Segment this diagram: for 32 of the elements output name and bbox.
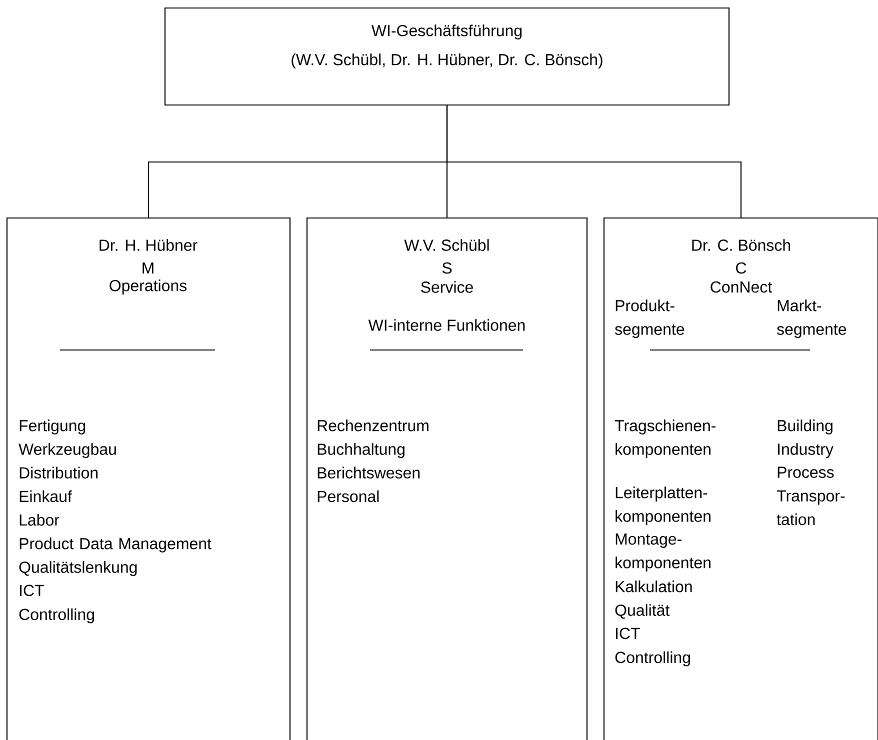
list-item: Buchhaltung	[318, 443, 404, 458]
list-item: Labor	[20, 514, 60, 526]
list-item: Industry	[778, 443, 834, 458]
list-item: Personal	[318, 490, 379, 502]
node-label: S	[442, 262, 452, 274]
list-item: Kalkulation	[616, 580, 692, 592]
list-item: Transpor- tation	[776, 490, 845, 526]
list-item: Berichtswesen	[318, 466, 420, 478]
list-item: Fertigung	[20, 420, 86, 434]
org-box: WI-Geschäftsführung (W.V. Schübl, Dr. H. Hübner, Dr. C. Bönsch)	[164, 7, 730, 106]
list-item: Controlling	[19, 608, 94, 624]
list-item: Controlling	[615, 651, 690, 666]
node-label: WI-interne Funktionen	[368, 319, 525, 331]
list-item: Einkauf	[20, 490, 72, 502]
list-item: Markt- segmente	[777, 300, 846, 338]
list-item: Rechenzentrum	[318, 420, 428, 432]
list-item: Produkt- segmente	[615, 300, 684, 338]
node-label: Service	[421, 281, 473, 293]
list-item: Montage- komponenten	[616, 534, 710, 572]
list-item: Product Data Management	[20, 538, 212, 552]
list-item: Werkzeugbau	[18, 443, 116, 458]
list-item: Building	[778, 420, 832, 434]
list-item: Tragschienen- komponenten	[614, 420, 716, 458]
list-item: ICT	[616, 628, 640, 640]
list-item: Qualitätslenkung	[19, 561, 137, 576]
list-item: Process	[778, 466, 834, 478]
connector-line	[446, 106, 742, 218]
list-item: ICT	[20, 584, 44, 596]
node-label: W.V. Schübl	[404, 239, 489, 251]
list-item: Qualität	[615, 604, 670, 619]
list-item: Distribution	[20, 466, 98, 478]
list-item: Leiterplatten- komponenten	[616, 486, 710, 526]
